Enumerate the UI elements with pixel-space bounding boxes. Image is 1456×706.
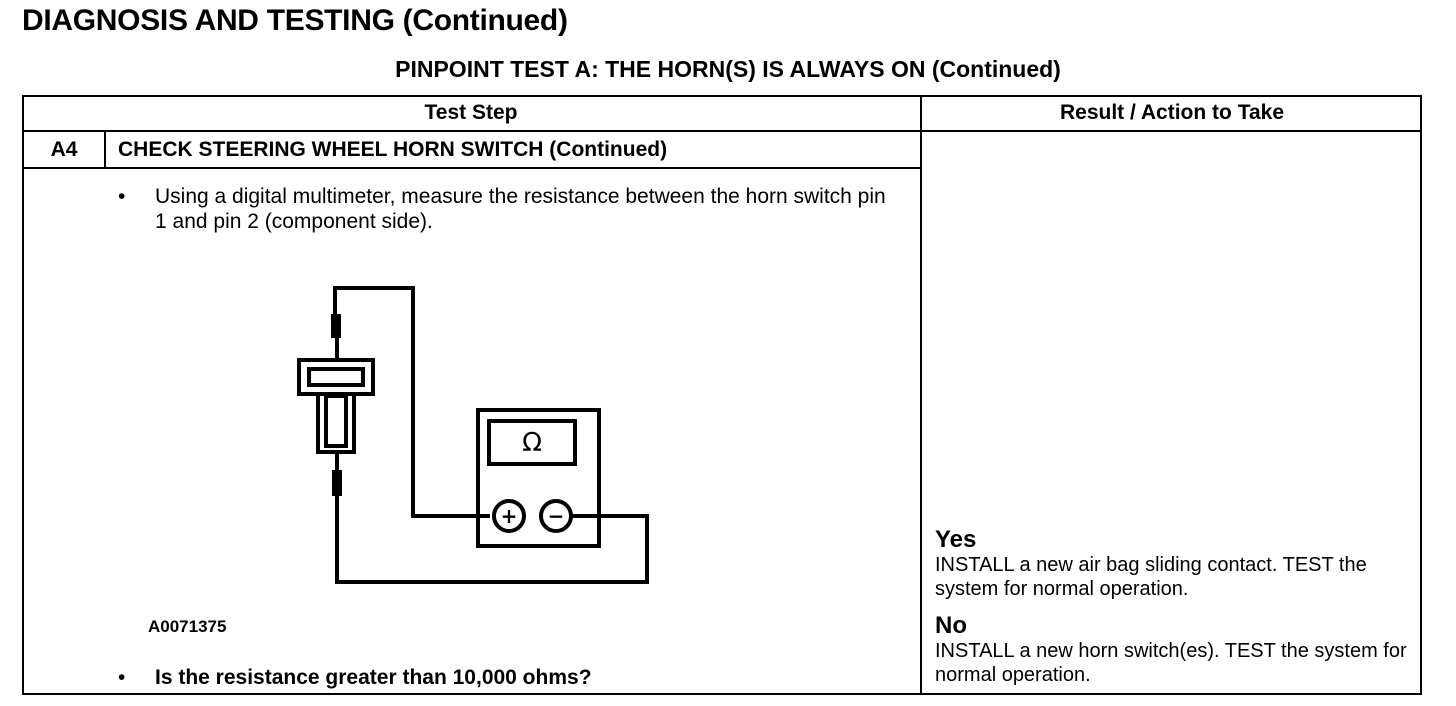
step-row-divider: [22, 167, 922, 169]
bullet-marker: •: [118, 185, 126, 208]
instruction-text: Using a digital multimeter, measure the …: [155, 185, 886, 233]
horn-switch-stem: [316, 392, 356, 454]
step-id: A4: [50, 138, 78, 161]
no-label: No: [935, 612, 967, 639]
page-title: DIAGNOSIS AND TESTING (Continued): [22, 4, 568, 37]
plus-sign: +: [501, 504, 518, 528]
header-test-step: Test Step: [424, 101, 518, 124]
no-action: INSTALL a new horn switch(es). TEST the …: [935, 640, 1407, 686]
figure-id: A0071375: [148, 617, 227, 636]
pinpoint-test-title: PINPOINT TEST A: THE HORN(S) IS ALWAYS O…: [395, 56, 1061, 82]
multimeter-display: [487, 419, 577, 466]
minus-sign: −: [548, 504, 565, 528]
question-text: Is the resistance greater than 10,000 oh…: [155, 666, 592, 689]
step-id-divider: [104, 130, 106, 168]
minus-terminal: [539, 499, 573, 533]
negative-lead-wire: [335, 495, 649, 584]
ohm-symbol: Ω: [522, 428, 542, 458]
question-bullet: •: [118, 666, 126, 689]
yes-action: INSTALL a new air bag sliding contact. T…: [935, 554, 1367, 600]
header-result-action: Result / Action to Take: [1059, 101, 1285, 124]
multimeter-body: [476, 408, 601, 548]
test-table: [22, 95, 1422, 695]
result-no: No INSTALL a new horn switch(es). TEST t…: [935, 613, 1420, 687]
step-title: CHECK STEERING WHEEL HORN SWITCH (Contin…: [118, 138, 668, 161]
probe-top: [331, 314, 341, 338]
column-divider: [920, 95, 922, 695]
horn-switch-slot: [307, 367, 365, 387]
multimeter-wiring-diagram: Ω + −: [297, 286, 649, 584]
yes-label: Yes: [935, 526, 977, 553]
header-divider: [22, 130, 1422, 132]
result-yes: Yes INSTALL a new air bag sliding contac…: [935, 527, 1420, 601]
positive-lead-wire: [333, 286, 490, 518]
plus-terminal: [492, 499, 526, 533]
probe-bottom: [332, 470, 342, 496]
